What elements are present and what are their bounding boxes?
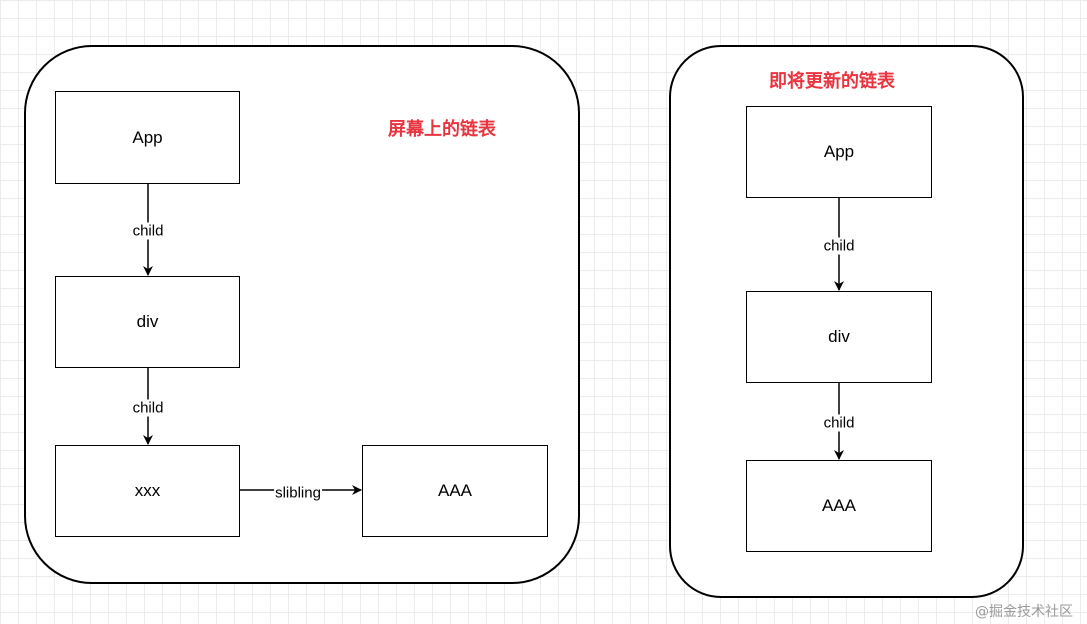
right-node-app: App: [746, 106, 932, 198]
left-node-aaa: AAA: [362, 445, 548, 537]
left-node-xxx: xxx: [55, 445, 240, 537]
edge-label-left-xxx-aaa: slibling: [274, 484, 322, 502]
left-node-app: App: [55, 91, 240, 184]
edge-label-right-div-aaa: child: [822, 414, 856, 432]
watermark: @掘金技术社区: [975, 604, 1073, 620]
right-node-aaa: AAA: [746, 460, 932, 552]
pending-list-title: 即将更新的链表: [769, 71, 895, 92]
edge-label-left-app-div: child: [131, 222, 165, 240]
edge-label-left-div-xxx: child: [131, 399, 165, 417]
current-list-title: 屏幕上的链表: [388, 119, 496, 140]
right-node-div: div: [746, 291, 932, 383]
edge-label-right-app-div: child: [822, 237, 856, 255]
left-node-div: div: [55, 276, 240, 368]
